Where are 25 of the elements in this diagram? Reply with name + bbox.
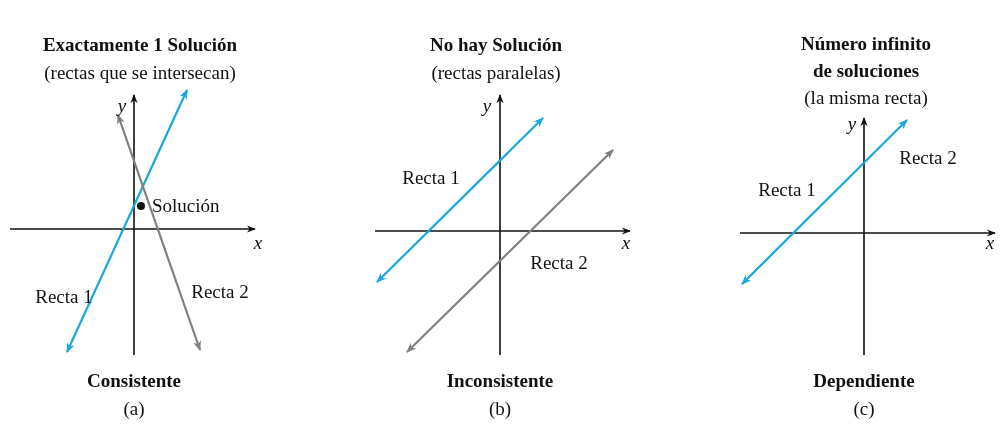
- point-label: Solución: [152, 194, 220, 219]
- axis-label: y: [847, 112, 857, 137]
- axis-label: x: [985, 231, 995, 256]
- line-label: Recta 2: [899, 146, 957, 171]
- line-label: Recta 1: [758, 178, 816, 203]
- classification-label: Inconsistente: [446, 369, 554, 394]
- panel-letter: (b): [488, 397, 512, 422]
- panel-subtitle: (rectas que se intersecan): [44, 61, 236, 86]
- line-label: Recta 1: [35, 285, 93, 310]
- panel-heading: No hay Solución: [430, 33, 562, 58]
- axis-label: y: [117, 94, 127, 119]
- classification-label: Dependiente: [813, 369, 915, 394]
- line-label: Recta 2: [530, 251, 588, 276]
- line-label: Recta 2: [191, 280, 249, 305]
- panel-letter: (c): [853, 397, 875, 422]
- axis-label: x: [621, 231, 631, 256]
- classification-label: Consistente: [87, 369, 181, 394]
- panel-subtitle: (rectas paralelas): [431, 61, 561, 86]
- panel-subtitle: (la misma recta): [804, 86, 928, 111]
- panel-heading: Número infinito de soluciones: [800, 32, 932, 83]
- axis-label: x: [253, 231, 263, 256]
- panel-heading: Exactamente 1 Solución: [42, 33, 238, 58]
- panel-letter: (a): [123, 397, 145, 422]
- axis-label: y: [482, 94, 492, 119]
- line-label: Recta 1: [402, 166, 460, 191]
